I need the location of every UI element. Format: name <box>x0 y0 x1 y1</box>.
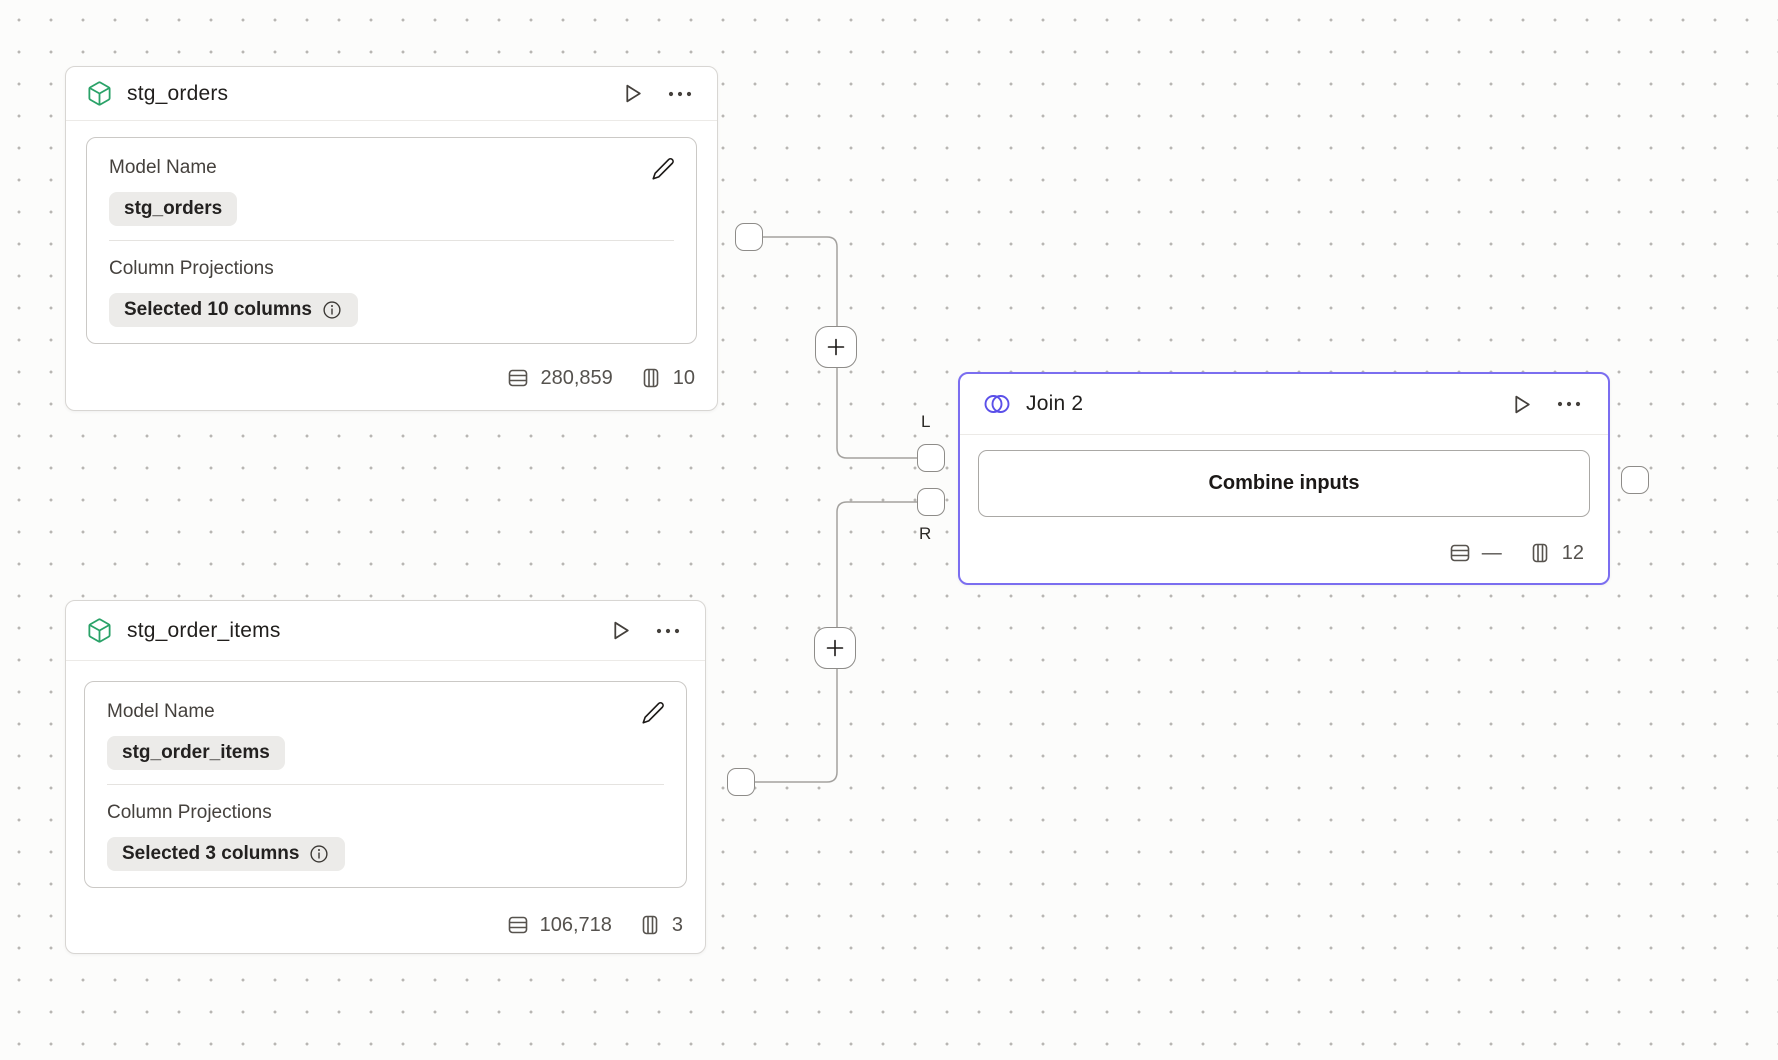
info-circle-icon[interactable] <box>321 299 343 321</box>
column-count-stat: 10 <box>639 366 695 390</box>
node-menu-button[interactable] <box>1552 396 1586 412</box>
table-rows-icon <box>506 366 530 390</box>
pencil-icon <box>650 156 676 182</box>
row-count-value: 280,859 <box>540 366 613 389</box>
column-projections-badge[interactable]: Selected 10 columns <box>109 293 358 327</box>
column-projections-value: Selected 3 columns <box>122 843 300 864</box>
model-name-value: stg_order_items <box>122 742 270 763</box>
column-count-value: 10 <box>672 366 695 389</box>
node-header: Join 2 <box>960 374 1608 435</box>
info-circle-icon[interactable] <box>308 843 330 865</box>
row-count-stat: — <box>1448 541 1502 565</box>
port-stg-orders-output[interactable] <box>735 223 763 251</box>
column-projections-label: Column Projections <box>109 258 274 279</box>
node-title: stg_orders <box>127 81 229 105</box>
port-stg-order-items-output[interactable] <box>727 768 755 796</box>
port-join-output[interactable] <box>1621 466 1649 494</box>
add-node-on-edge-button-top[interactable] <box>815 326 857 368</box>
node-footer: 106,718 3 <box>66 897 705 953</box>
column-count-value: 12 <box>1561 541 1584 564</box>
model-name-label: Model Name <box>107 701 215 722</box>
table-rows-icon <box>506 913 530 937</box>
node-menu-button[interactable] <box>663 86 697 102</box>
node-body: Combine inputs <box>960 435 1608 517</box>
table-columns-icon <box>1528 541 1552 565</box>
combine-inputs-button[interactable]: Combine inputs <box>978 450 1590 517</box>
ellipsis-icon <box>667 90 693 98</box>
column-count-stat: 3 <box>638 913 683 937</box>
pencil-icon <box>640 700 666 726</box>
row-count-stat: 280,859 <box>506 366 613 390</box>
node-stg-orders[interactable]: stg_orders Model Name <box>65 66 718 411</box>
column-count-stat: 12 <box>1528 541 1584 565</box>
column-projections-label: Column Projections <box>107 802 272 823</box>
ellipsis-icon <box>655 627 681 635</box>
port-join-left-input[interactable] <box>917 444 945 472</box>
join-right-port-label: R <box>919 524 932 543</box>
node-title: Join 2 <box>1026 392 1084 415</box>
run-node-button[interactable] <box>1505 388 1538 421</box>
column-projections-badge[interactable]: Selected 3 columns <box>107 837 346 871</box>
play-icon <box>608 618 633 643</box>
play-icon <box>1509 392 1534 417</box>
table-columns-icon <box>639 366 663 390</box>
port-join-right-input[interactable] <box>917 488 945 516</box>
run-node-button[interactable] <box>604 614 637 647</box>
plus-icon <box>824 637 846 659</box>
column-count-value: 3 <box>671 913 683 936</box>
row-count-value: 106,718 <box>539 913 612 936</box>
ellipsis-icon <box>1556 400 1582 408</box>
divider <box>109 240 674 241</box>
node-body: Model Name stg_orders Column Projections… <box>66 121 717 344</box>
node-footer: — 12 <box>960 523 1608 583</box>
model-config-card: Model Name stg_order_items Column Projec… <box>84 681 687 888</box>
row-count-value: — <box>1481 541 1502 564</box>
divider <box>107 784 664 785</box>
node-menu-button[interactable] <box>651 623 685 639</box>
model-name-label: Model Name <box>109 157 217 178</box>
model-name-badge: stg_orders <box>109 192 238 226</box>
node-footer: 280,859 10 <box>66 346 717 410</box>
play-icon <box>620 81 645 106</box>
model-cube-icon <box>86 80 113 107</box>
table-columns-icon <box>638 913 662 937</box>
model-cube-icon <box>86 617 113 644</box>
venn-circles-icon <box>982 392 1012 416</box>
edit-model-name-button[interactable] <box>646 152 680 186</box>
node-body: Model Name stg_order_items Column Projec… <box>66 661 705 888</box>
model-config-card: Model Name stg_orders Column Projections… <box>86 137 697 344</box>
model-name-badge: stg_order_items <box>107 736 285 770</box>
run-node-button[interactable] <box>616 77 649 110</box>
node-header: stg_orders <box>66 67 717 121</box>
plus-icon <box>825 336 847 358</box>
row-count-stat: 106,718 <box>506 913 612 937</box>
node-stg-order-items[interactable]: stg_order_items Model Name <box>65 600 706 954</box>
node-title: stg_order_items <box>127 618 281 642</box>
edit-model-name-button[interactable] <box>636 696 670 730</box>
join-left-port-label: L <box>921 412 931 431</box>
table-rows-icon <box>1448 541 1472 565</box>
column-projections-value: Selected 10 columns <box>124 299 312 320</box>
model-name-value: stg_orders <box>124 198 223 219</box>
node-join-2[interactable]: Join 2 Combine inputs — <box>958 372 1610 585</box>
add-node-on-edge-button-bottom[interactable] <box>814 627 856 669</box>
node-header: stg_order_items <box>66 601 705 661</box>
